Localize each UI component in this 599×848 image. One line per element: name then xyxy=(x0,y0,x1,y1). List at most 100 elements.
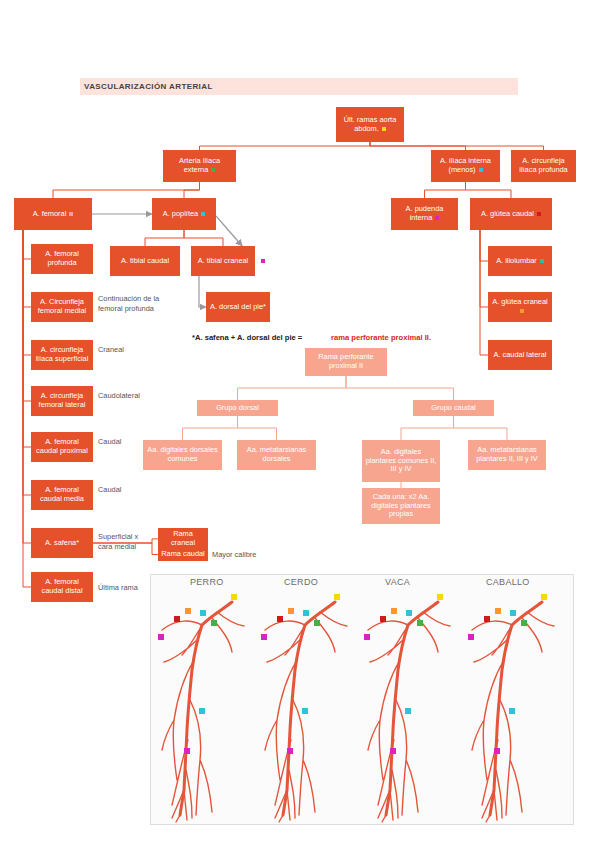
box-content: A. tibial craneal xyxy=(198,257,249,266)
color-marker xyxy=(479,168,483,172)
box-content: Rama caudal xyxy=(161,550,205,559)
connector xyxy=(23,230,31,259)
box-content: Rama craneal xyxy=(161,530,205,548)
group-box: Rama perforante proximal II xyxy=(305,348,387,376)
artery-box: A. glútea craneal xyxy=(488,292,552,322)
box-content: Aa. digitales plantares comunes II, III … xyxy=(365,448,437,475)
box-content: Rama perforante proximal II xyxy=(308,353,384,371)
box-content: Cada una: x2 Aa. digitales plantares pro… xyxy=(365,493,437,520)
box-text: Rama caudal xyxy=(161,549,205,558)
connector xyxy=(53,182,200,198)
side-note: Mayor calibre xyxy=(212,550,272,560)
color-marker xyxy=(537,212,541,216)
connector xyxy=(370,142,544,150)
box-content: A. glútea craneal xyxy=(491,298,549,316)
box-text: A. femoral caudal distal xyxy=(41,577,82,595)
box-text: Aa. digitales dorsales comunes xyxy=(147,445,217,463)
box-text: A. iliolumbar xyxy=(496,256,537,265)
connector xyxy=(480,230,488,261)
box-text: A. tibial caudal xyxy=(121,256,169,265)
side-note: Caudal xyxy=(98,437,158,447)
box-text: A. femoral xyxy=(33,209,67,218)
box-text: A. circunfleja ilíaca superficial xyxy=(36,345,89,363)
group-box: Grupo dorsal xyxy=(197,400,278,416)
connector xyxy=(401,416,454,440)
artery-box: A. poplítea xyxy=(152,198,216,230)
artery-box: A. caudal lateral xyxy=(488,340,552,370)
connector xyxy=(23,230,31,355)
box-text: A. dorsal del pie* xyxy=(210,302,266,311)
group-box: Aa. metatarsianas dorsales xyxy=(237,440,316,470)
box-text: Cada una: x2 Aa. digitales plantares pro… xyxy=(371,492,431,519)
color-marker xyxy=(69,212,73,216)
group-box: Aa. digitales plantares comunes II, III … xyxy=(362,440,440,482)
group-box: Grupo caudal xyxy=(413,400,494,416)
connector xyxy=(346,376,454,400)
side-note: Superficial x cara medial xyxy=(98,532,154,551)
species-name: CABALLO xyxy=(486,577,556,589)
artery-box: A. femoral caudal proximal xyxy=(31,432,93,462)
box-content: A. iliolumbar xyxy=(496,257,544,266)
horse-arteries xyxy=(468,594,554,822)
connector xyxy=(238,416,277,440)
side-note: Última rama xyxy=(98,583,158,593)
box-text: A. safena* xyxy=(45,538,79,547)
pig-arteries xyxy=(261,594,347,822)
illustration-frame xyxy=(151,575,574,825)
box-content: A. femoral caudal proximal xyxy=(34,438,90,456)
artery-box: A. tibial caudal xyxy=(110,246,180,276)
box-content: Últ. ramas aorta abdom. xyxy=(339,116,401,134)
artery-box: A. femoral profunda xyxy=(31,244,93,274)
artery-box: Arteria ilíaca externa xyxy=(163,150,236,182)
box-content: A. circunfleja femoral lateral xyxy=(34,392,90,410)
box-text: Grupo caudal xyxy=(431,403,475,412)
box-text: Aa. digitales plantares comunes II, III … xyxy=(366,447,437,474)
connector xyxy=(184,230,223,246)
artery-box: A. circunfleja ilíaca profunda xyxy=(511,150,576,182)
artery-box: A. glútea caudal xyxy=(470,198,552,230)
connector xyxy=(23,230,31,447)
artery-box: A. iliolumbar xyxy=(488,246,552,276)
connector xyxy=(480,230,488,355)
artery-box: A. pudenda interna xyxy=(391,198,458,230)
color-marker xyxy=(435,216,439,220)
artery-box: Últ. ramas aorta abdom. xyxy=(336,107,404,142)
box-content: Grupo caudal xyxy=(431,404,475,413)
box-text: Aa. metatarsianas dorsales xyxy=(247,445,307,463)
cow-arteries xyxy=(364,594,450,822)
box-text: A. ilíaca interna (menos) xyxy=(440,156,491,174)
artery-box: A. dorsal del pie* xyxy=(206,292,270,322)
side-note: Craneal xyxy=(98,345,158,355)
box-text: A. circunfleja femoral lateral xyxy=(39,391,86,409)
connector xyxy=(23,230,31,401)
connector xyxy=(183,416,238,440)
artery-box: A. tibial craneal xyxy=(191,246,255,276)
box-text: Últ. ramas aorta abdom. xyxy=(344,115,397,133)
box-content: A. ilíaca interna (menos) xyxy=(434,157,497,175)
box-content: A. tibial caudal xyxy=(121,257,169,266)
group-box: Aa. metatarsianas plantares II, III y IV xyxy=(468,440,546,470)
connector xyxy=(454,416,508,440)
connector xyxy=(92,213,152,214)
box-content: A. safena* xyxy=(45,539,79,548)
connector xyxy=(466,182,512,198)
box-content: A. Circunfleja femoral medial xyxy=(34,298,90,316)
box-text: A. femoral caudal proximal xyxy=(36,437,88,455)
connector xyxy=(184,182,200,198)
box-content: A. femoral xyxy=(33,210,74,219)
note-text: *A. safena + A. dorsal del pie = xyxy=(192,333,302,343)
box-text: Rama craneal xyxy=(171,529,195,547)
box-content: A. circunfleja ilíaca profunda xyxy=(514,157,573,175)
box-text: A. poplítea xyxy=(163,209,198,218)
species-name: CERDO xyxy=(284,577,344,589)
connector xyxy=(425,182,466,198)
box-content: Arteria ilíaca externa xyxy=(166,157,233,175)
box-content: A. circunfleja ilíaca superficial xyxy=(34,346,90,364)
connector xyxy=(23,230,31,307)
artery-box: A. ilíaca interna (menos) xyxy=(431,150,500,182)
connector xyxy=(480,230,488,307)
color-marker xyxy=(382,127,386,131)
color-marker xyxy=(201,212,205,216)
artery-box: Rama craneal xyxy=(158,528,208,550)
